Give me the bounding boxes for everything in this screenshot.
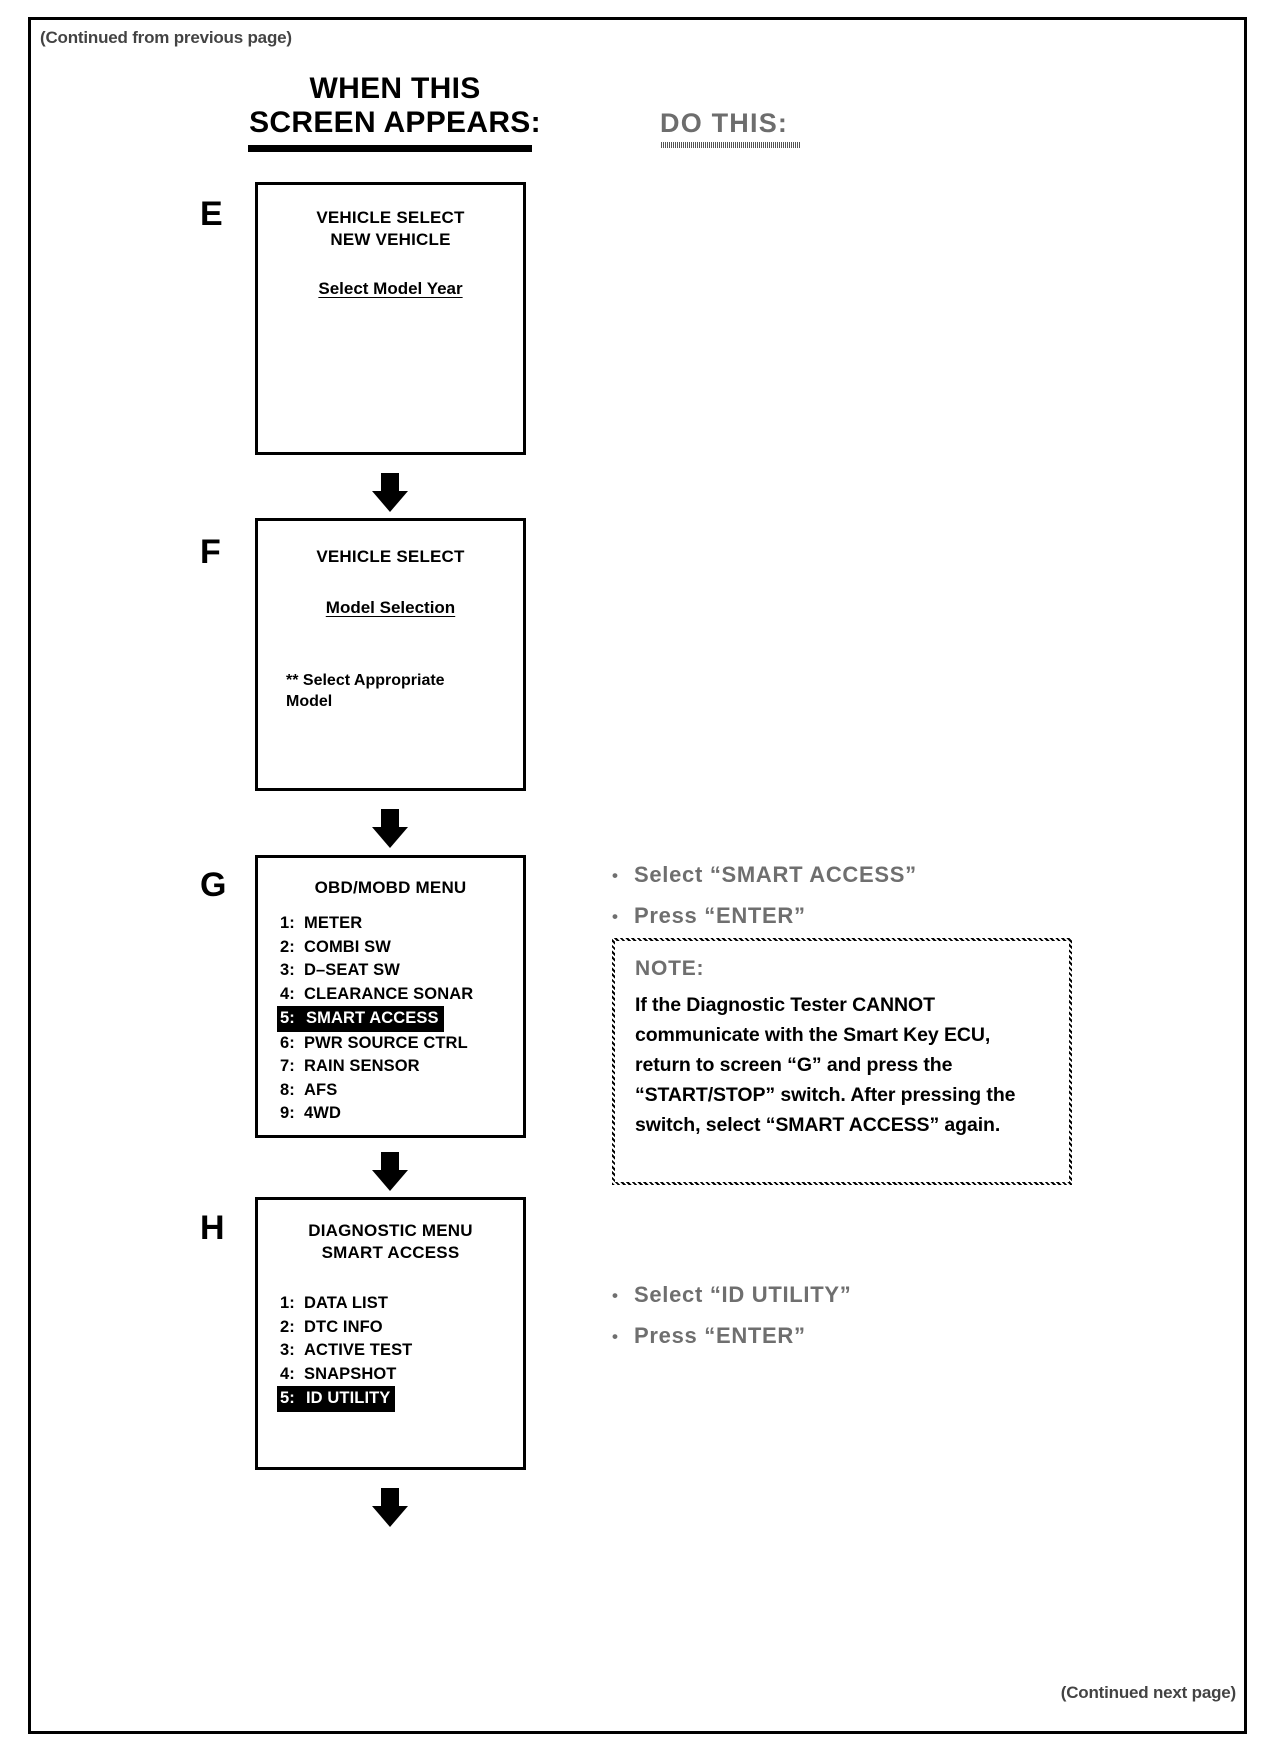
- when-screen-appears-heading: WHEN THIS SCREEN APPEARS:: [215, 72, 575, 140]
- bullet-dot-icon: •: [612, 866, 619, 886]
- menu-item-index: 1:: [280, 1294, 295, 1312]
- bullet-dot-icon: •: [612, 1327, 619, 1347]
- menu-item-index: 2:: [280, 1317, 295, 1336]
- menu-item-label: COMBI SW: [304, 937, 391, 956]
- menu-item[interactable]: 7: RAIN SENSOR: [280, 1055, 523, 1079]
- menu-item-label: D–SEAT SW: [304, 961, 400, 979]
- down-arrow-icon-h-to-next: [372, 1488, 408, 1527]
- menu-item[interactable]: 1: METER: [280, 912, 523, 936]
- menu-item-label: 4WD: [304, 1104, 341, 1122]
- menu-item[interactable]: 4: CLEARANCE SONAR: [280, 983, 523, 1007]
- screen-f-subtitle: Model Selection: [325, 598, 456, 617]
- menu-item[interactable]: 2: DTC INFO: [280, 1316, 523, 1340]
- instruction-bullet: • Press “ENTER”: [612, 896, 1082, 937]
- menu-item-label: DATA LIST: [304, 1294, 388, 1312]
- instruction-bullet: • Select “ID UTILITY”: [612, 1275, 1082, 1316]
- screen-box-h: DIAGNOSTIC MENU SMART ACCESS 1: DATA LIST…: [255, 1197, 526, 1470]
- menu-item[interactable]: 1: DATA LIST: [280, 1292, 523, 1316]
- menu-item-index: 1:: [280, 914, 295, 932]
- menu-item-index: 4:: [280, 1364, 295, 1383]
- screen-f-note-line1: ** Select Appropriate: [286, 672, 445, 689]
- when-heading-line1: WHEN THIS: [309, 72, 481, 105]
- screen-h-title-line1: DIAGNOSTIC MENU: [308, 1221, 473, 1240]
- when-heading-line2: SCREEN APPEARS:: [249, 106, 541, 139]
- menu-item-index: 6:: [280, 1033, 295, 1052]
- menu-item-index: 9:: [280, 1104, 295, 1122]
- step-letter-h: H: [200, 1209, 225, 1247]
- obd-mobd-menu-list[interactable]: 1: METER 2: COMBI SW 3: D–SEAT SW 4: CLEARANCE …: [258, 912, 523, 1126]
- instruction-text: Select “ID UTILITY”: [634, 1282, 852, 1307]
- instruction-bullet: • Select “SMART ACCESS”: [612, 855, 1082, 896]
- instruction-bullet: • Press “ENTER”: [612, 1316, 1082, 1357]
- down-arrow-icon-g-to-h: [372, 1152, 408, 1191]
- menu-item-label: METER: [304, 914, 363, 932]
- do-this-heading-underline: [661, 142, 801, 148]
- screen-f-note: ** Select Appropriate Model: [258, 670, 523, 712]
- instruction-text: Press “ENTER”: [634, 903, 806, 929]
- menu-item-index: 3:: [280, 1341, 295, 1359]
- menu-item[interactable]: 2: COMBI SW: [280, 936, 523, 960]
- screen-e-title-line1: VEHICLE SELECT: [316, 208, 465, 227]
- menu-item-label: CLEARANCE SONAR: [304, 984, 474, 1003]
- menu-item-label: RAIN SENSOR: [304, 1057, 420, 1075]
- step-letter-e: E: [200, 195, 223, 233]
- menu-item-index: 5:: [280, 1389, 295, 1407]
- note-callout-box: NOTE: If the Diagnostic Tester CANNOT co…: [612, 938, 1072, 1185]
- menu-item-label: ID UTILITY: [306, 1389, 391, 1407]
- when-heading-underline: [248, 145, 532, 152]
- instructions-for-step-g: • Select “SMART ACCESS” • Press “ENTER”: [612, 855, 1082, 937]
- diagnostic-menu-list[interactable]: 1: DATA LIST 2: DTC INFO 3: ACTIVE TEST 4: SNAP…: [258, 1292, 523, 1412]
- screen-box-g: OBD/MOBD MENU 1: METER 2: COMBI SW 3: D–SEAT …: [255, 855, 526, 1138]
- bullet-dot-icon: •: [612, 1286, 619, 1306]
- menu-item-index: 8:: [280, 1080, 295, 1099]
- screen-h-title-line2: SMART ACCESS: [321, 1243, 460, 1262]
- menu-item[interactable]: 4: SNAPSHOT: [280, 1363, 523, 1387]
- menu-item-label: SMART ACCESS: [306, 1009, 439, 1027]
- instruction-text: Select “SMART ACCESS”: [634, 862, 917, 887]
- menu-item[interactable]: 9: 4WD: [280, 1102, 523, 1126]
- step-letter-g: G: [200, 866, 227, 904]
- menu-item[interactable]: 8: AFS: [280, 1079, 523, 1103]
- menu-item-index: 5:: [280, 1009, 295, 1027]
- instructions-for-step-h: • Select “ID UTILITY” • Press “ENTER”: [612, 1275, 1082, 1357]
- instruction-text: Press “ENTER”: [634, 1323, 806, 1349]
- screen-g-title: OBD/MOBD MENU: [314, 878, 467, 897]
- continued-next-page-label: (Continued next page): [1060, 1683, 1236, 1702]
- menu-item-index: 3:: [280, 961, 295, 979]
- screen-f-note-line2: Model: [286, 693, 333, 710]
- menu-item-label: SNAPSHOT: [304, 1364, 397, 1383]
- note-body-text: If the Diagnostic Tester CANNOT communic…: [635, 994, 1016, 1136]
- menu-item-label: PWR SOURCE CTRL: [304, 1033, 468, 1052]
- down-arrow-icon-e-to-f: [372, 473, 408, 512]
- menu-item[interactable]: 6: PWR SOURCE CTRL: [280, 1032, 523, 1056]
- menu-item-index: 2:: [280, 937, 295, 956]
- menu-item-label: ACTIVE TEST: [304, 1341, 413, 1359]
- screen-e-subtitle: Select Model Year: [318, 279, 463, 298]
- bullet-dot-icon: •: [612, 907, 619, 927]
- menu-item-label: DTC INFO: [304, 1317, 383, 1336]
- down-arrow-icon-f-to-g: [372, 809, 408, 848]
- menu-item-selected[interactable]: 5: ID UTILITY: [277, 1386, 396, 1412]
- menu-item[interactable]: 3: ACTIVE TEST: [280, 1339, 523, 1363]
- screen-f-title-line1: VEHICLE SELECT: [316, 547, 465, 566]
- menu-item[interactable]: 3: D–SEAT SW: [280, 959, 523, 983]
- page-border: [28, 17, 1247, 1734]
- menu-item-selected[interactable]: 5: SMART ACCESS: [277, 1006, 444, 1032]
- step-letter-f: F: [200, 533, 221, 571]
- screen-e-title-line2: NEW VEHICLE: [330, 230, 451, 249]
- do-this-heading: DO THIS:: [660, 108, 789, 138]
- menu-item-index: 4:: [280, 984, 295, 1003]
- continued-from-previous-label: (Continued from previous page): [40, 28, 292, 47]
- screen-box-f: VEHICLE SELECT Model Selection ** Select…: [255, 518, 526, 791]
- menu-item-label: AFS: [304, 1080, 338, 1099]
- note-label: NOTE:: [635, 957, 705, 980]
- menu-item-index: 7:: [280, 1057, 295, 1075]
- screen-box-e: VEHICLE SELECT NEW VEHICLE Select Model …: [255, 182, 526, 455]
